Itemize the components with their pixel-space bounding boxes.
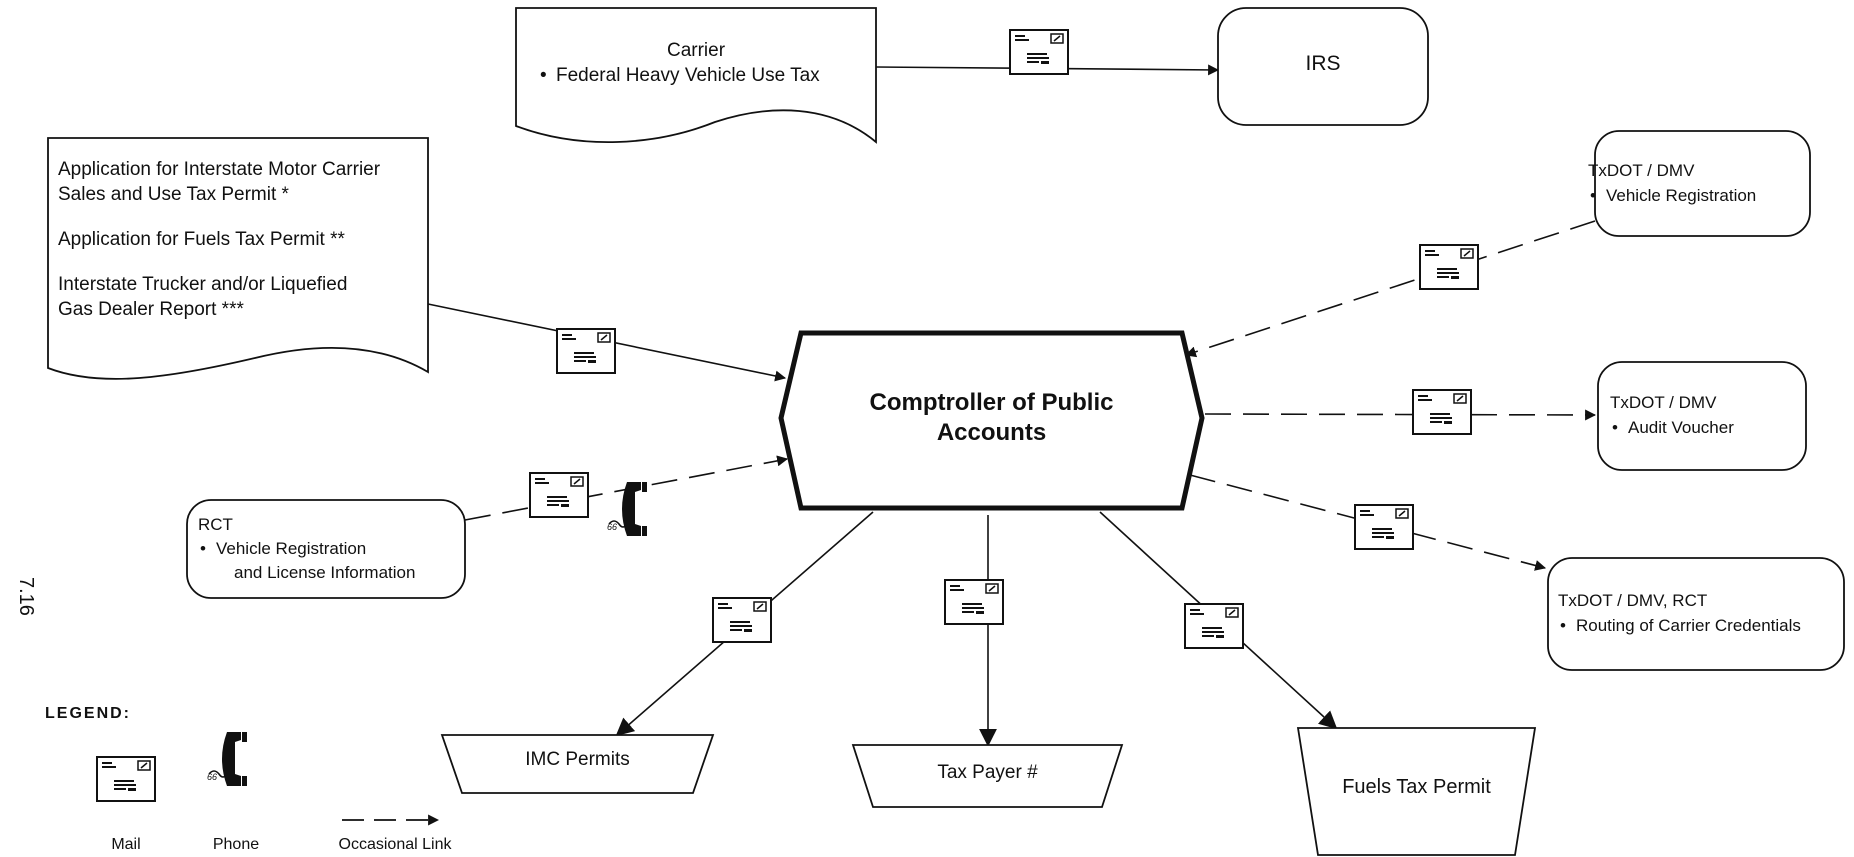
txdot-registration-title: TxDOT / DMV [1588, 161, 1695, 180]
fuels-tax-permit-node [1296, 727, 1537, 856]
mail-envelope-icon [1184, 603, 1244, 649]
taxpayer-node [851, 744, 1124, 808]
imc-permits-node [440, 734, 715, 794]
trucker-report-line2: Gas Dealer Report *** [58, 299, 244, 320]
legend-phone-label: Phone [212, 836, 260, 853]
carrier-label: Carrier Federal Heavy Vehicle Use Tax [516, 38, 876, 88]
legend-occasional-label: Occasional Link [338, 836, 452, 853]
mail-envelope-icon [1412, 389, 1472, 435]
comptroller-label: Comptroller of Public Accounts [801, 388, 1182, 448]
mail-envelope-icon [1354, 504, 1414, 550]
taxpayer-label: Tax Payer # [937, 762, 1038, 783]
link-comptroller-txdot-routing [1179, 467, 1547, 571]
legend-phone-icon [206, 731, 248, 787]
mail-envelope-icon [529, 472, 589, 518]
application-fuels-tax: Application for Fuels Tax Permit ** [58, 229, 345, 250]
rct-title: RCT [198, 515, 233, 534]
imc-permits-label: IMC Permits [525, 749, 630, 770]
rct-bullet-line1: Vehicle Registration [198, 537, 460, 561]
legend-mail-icon [96, 756, 156, 802]
txdot-registration-label: TxDOT / DMV Vehicle Registration [1588, 158, 1818, 208]
txdot-registration-bullet: Vehicle Registration [1588, 183, 1818, 208]
mail-envelope-icon [1419, 244, 1479, 290]
link-comptroller-txdot-audit [1204, 409, 1597, 421]
telephone-icon [606, 481, 648, 537]
mail-envelope-icon [556, 328, 616, 374]
page-number: 7.16 [15, 577, 37, 616]
comptroller-line2: Accounts [936, 419, 1047, 446]
applications-document [47, 137, 429, 380]
mail-envelope-icon [944, 579, 1004, 625]
mail-envelope-icon [1009, 29, 1069, 75]
trucker-report-line1: Interstate Trucker and/or Liquefied [58, 274, 348, 295]
fuels-tax-permit-label: Fuels Tax Permit [1342, 776, 1491, 798]
txdot-routing-label: TxDOT / DMV, RCT Routing of Carrier Cred… [1558, 588, 1843, 638]
txdot-audit-bullet: Audit Voucher [1610, 415, 1800, 440]
application-motor-carrier-line1: Application for Interstate Motor Carrier [58, 159, 381, 180]
mail-envelope-icon [712, 597, 772, 643]
rct-label: RCT Vehicle Registration and License Inf… [198, 513, 460, 585]
comptroller-node [778, 330, 1205, 511]
application-motor-carrier-line2: Sales and Use Tax Permit * [58, 184, 289, 205]
comptroller-line1: Comptroller of Public [869, 389, 1114, 416]
irs-node [1217, 7, 1429, 126]
txdot-audit-label: TxDOT / DMV Audit Voucher [1610, 390, 1800, 440]
txdot-routing-title: TxDOT / DMV, RCT [1558, 591, 1708, 610]
link-txdot-registration-comptroller [1184, 220, 1596, 358]
irs-label: IRS [1305, 52, 1341, 75]
carrier-bullet: Federal Heavy Vehicle Use Tax [516, 63, 876, 88]
txdot-routing-bullet: Routing of Carrier Credentials [1558, 613, 1843, 638]
carrier-title: Carrier [666, 40, 726, 61]
applications-text: Application for Interstate Motor Carrier… [58, 157, 428, 322]
rct-bullet-line2: and License Information [234, 563, 416, 582]
legend-mail-label: Mail [111, 836, 141, 853]
txdot-audit-title: TxDOT / DMV [1610, 393, 1717, 412]
legend-title: LEGEND: [45, 705, 131, 722]
